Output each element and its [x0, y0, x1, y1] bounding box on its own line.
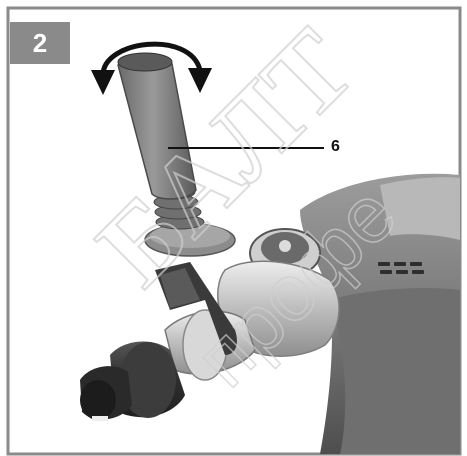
curved-double-arrow-icon: [100, 41, 203, 76]
drill-housing-top: [380, 177, 460, 240]
callout-label: 6: [331, 138, 340, 155]
rubber-grip: [330, 288, 460, 454]
figure-number-badge: 2: [10, 22, 70, 64]
handle-grip: [117, 58, 197, 200]
vent-slots: [378, 262, 424, 274]
figure-number: 2: [32, 27, 48, 58]
